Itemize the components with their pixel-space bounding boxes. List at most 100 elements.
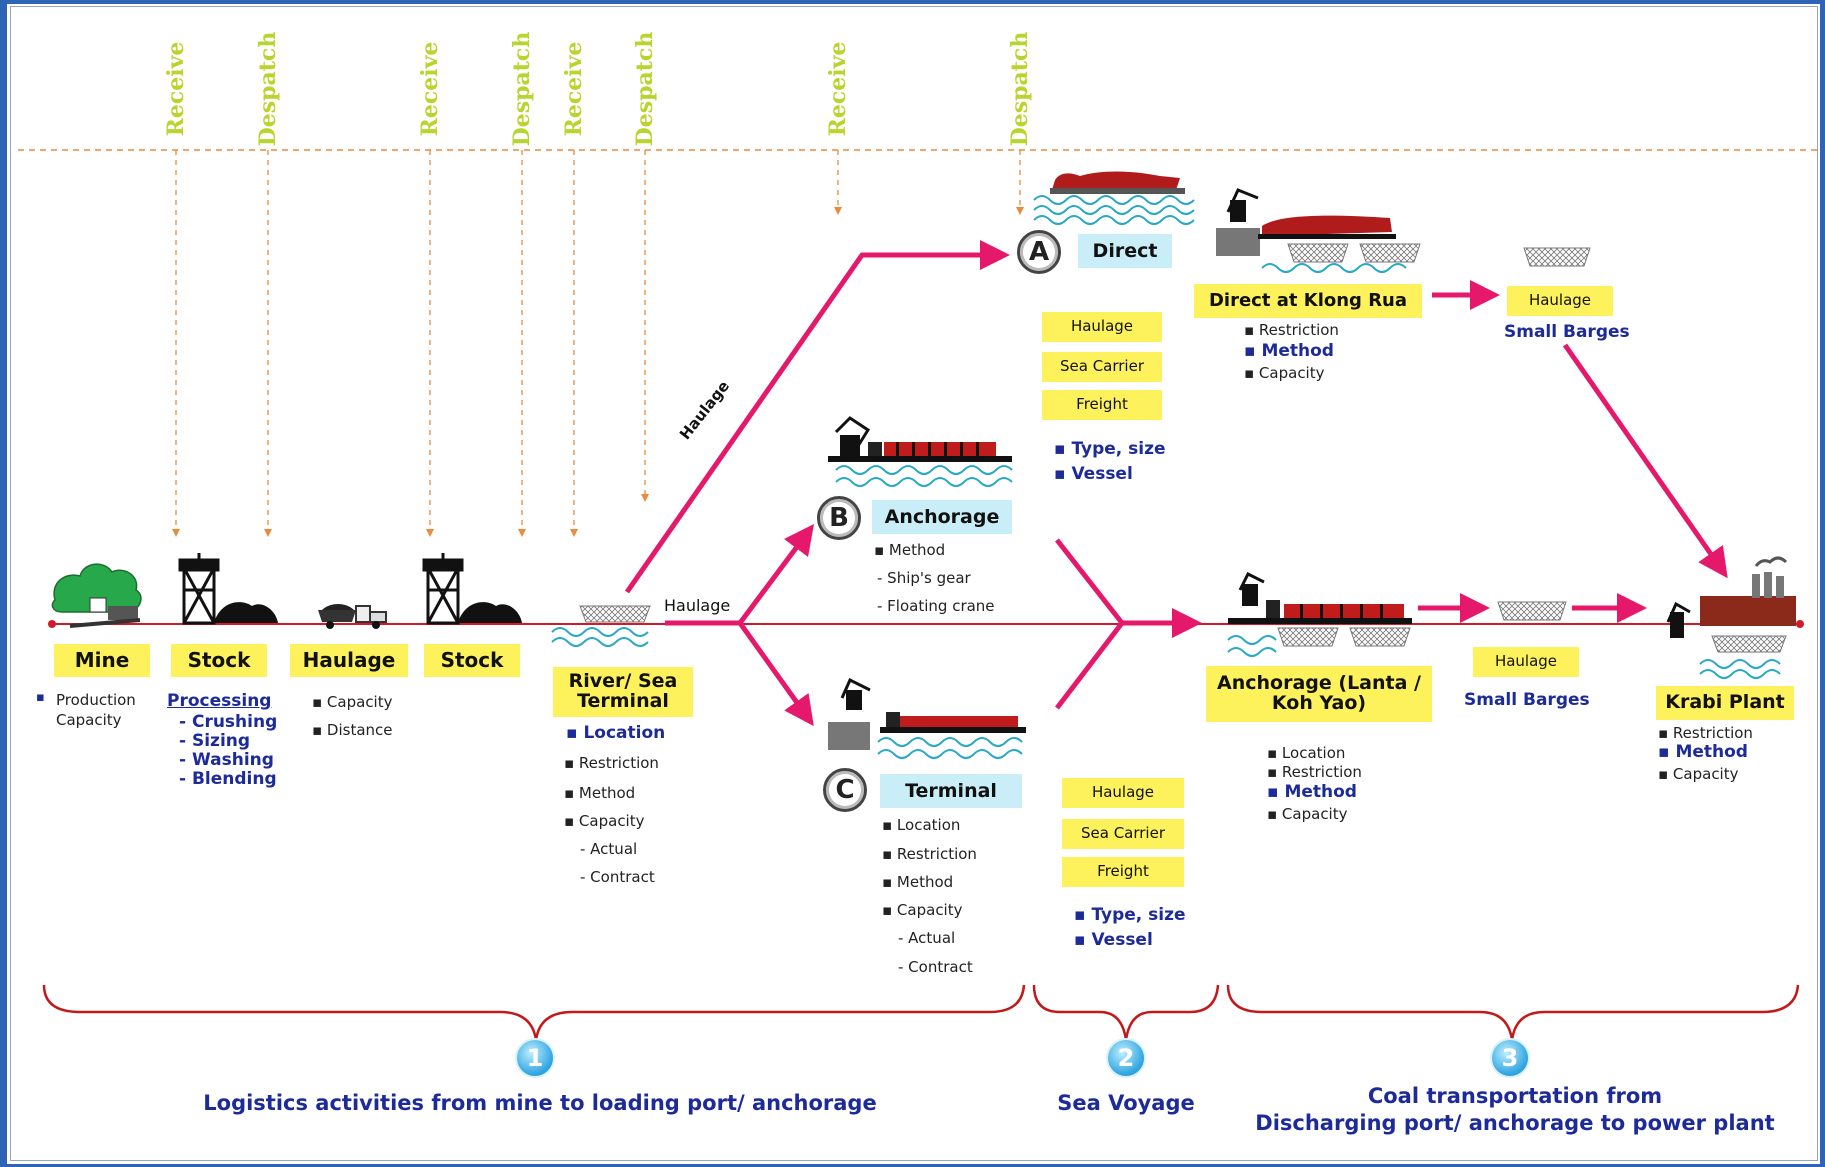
voyage-bottom-haulage: Haulage: [1062, 778, 1184, 808]
small-barges-bottom-haulage: Haulage: [1473, 647, 1579, 677]
klong-rua-note: ▪ Restriction: [1244, 321, 1339, 339]
section-2-label: Sea Voyage: [1057, 1091, 1195, 1115]
haulage-note: ▪ Capacity: [312, 693, 393, 711]
phase-despatch-2: Despatch: [509, 31, 535, 147]
krabi-plant-icon: [1666, 556, 1796, 679]
terminal-c-note: - Actual: [898, 929, 956, 947]
haulage-line-label: Haulage: [664, 596, 731, 615]
stock-headframe-icon-2: [422, 553, 464, 625]
processing-item: - Crushing: [179, 712, 278, 732]
section-3-label-line2: Discharging port/ anchorage to power pla…: [1255, 1111, 1775, 1135]
terminal1-note: - Contract: [580, 868, 655, 886]
phase-despatch-4: Despatch: [1007, 31, 1033, 147]
terminal-c-note: ▪ Method: [882, 873, 954, 891]
krabi-note: ▪ Method: [1658, 742, 1748, 762]
krabi-note: ▪ Restriction: [1658, 724, 1753, 742]
voyage-bottom-freight: Freight: [1062, 857, 1184, 887]
window-frame-top: [0, 0, 1825, 4]
lanta-note: ▪ Location: [1267, 744, 1346, 762]
window-frame-left: [0, 0, 7, 1167]
anchorage-ship-icon: [828, 416, 1013, 487]
node-river-sea-terminal: River/ Sea Terminal: [553, 667, 693, 717]
processing-item: - Washing: [179, 750, 274, 770]
processing-heading: Processing: [167, 691, 272, 711]
terminal-ship-icon: [828, 677, 1026, 759]
processing-item: - Sizing: [179, 731, 251, 751]
terminal-barge-icon: [551, 605, 651, 647]
lanta-note: ▪ Capacity: [1267, 805, 1348, 823]
klong-rua-note: ▪ Method: [1244, 341, 1334, 361]
krabi-note: ▪ Capacity: [1658, 765, 1739, 783]
mine-note-line2: Capacity: [56, 711, 122, 729]
terminal1-note: ▪ Location: [566, 723, 666, 743]
small-barges-top-haulage: Haulage: [1507, 286, 1613, 316]
terminal-c-note: ▪ Restriction: [882, 845, 977, 863]
node-anchorage: Anchorage: [872, 500, 1012, 534]
route-arrows: [624, 240, 1728, 727]
klong-rua-ship-icon: [1216, 188, 1421, 273]
voyage-bottom-sea-carrier: Sea Carrier: [1062, 819, 1184, 849]
anchorage-b-note: - Floating crane: [877, 597, 995, 615]
coal-pile-1: [214, 602, 278, 623]
terminal1-note: ▪ Capacity: [564, 812, 645, 830]
stock-headframe-icon-1: [178, 553, 220, 625]
terminal1-note: ▪ Restriction: [564, 754, 659, 772]
node-terminal: Terminal: [880, 774, 1022, 808]
terminal-c-note: - Contract: [898, 958, 973, 976]
coal-pile-2: [458, 602, 522, 623]
route-a-badge: A: [1017, 230, 1061, 274]
phase-receive-3: Receive: [561, 41, 587, 137]
voyage-top-haulage: Haulage: [1042, 312, 1162, 342]
terminal1-note: - Actual: [580, 840, 638, 858]
small-barge-icon-bottom: [1497, 601, 1567, 621]
phase-receive-4: Receive: [825, 41, 851, 137]
mine-icon: [51, 563, 142, 628]
voyage-bottom-note: ▪ Type, size: [1074, 905, 1186, 925]
mine-note-bullet: ▪: [36, 690, 45, 705]
phase-receive-1: Receive: [163, 41, 189, 137]
node-krabi-plant: Krabi Plant: [1656, 686, 1794, 720]
klong-rua-note: ▪ Capacity: [1244, 364, 1325, 382]
section-3-label-line1: Coal transportation from: [1367, 1084, 1663, 1108]
node-stock-2: Stock: [424, 644, 520, 677]
node-haulage: Haulage: [290, 644, 408, 677]
section-1-label: Logistics activities from mine to loadin…: [203, 1091, 877, 1115]
small-barges-bottom-label: Small Barges: [1464, 690, 1590, 710]
lanta-note: ▪ Method: [1267, 782, 1357, 802]
node-anchorage-lanta: Anchorage (Lanta / Koh Yao): [1206, 666, 1432, 722]
mine-note-line1: Production: [56, 691, 136, 709]
section-1-badge: 1: [515, 1038, 555, 1078]
voyage-bottom-note: ▪ Vessel: [1074, 930, 1153, 950]
haulage-note: ▪ Distance: [312, 721, 393, 739]
phase-despatch-3: Despatch: [632, 31, 658, 147]
processing-item: - Blending: [179, 769, 277, 789]
lanta-note: ▪ Restriction: [1267, 763, 1362, 781]
node-mine: Mine: [54, 644, 150, 677]
voyage-top-note: ▪ Vessel: [1054, 464, 1133, 484]
phase-drop-lines: [172, 150, 1024, 537]
terminal-c-note: ▪ Location: [882, 816, 961, 834]
voyage-top-note: ▪ Type, size: [1054, 439, 1166, 459]
section-braces: [42, 984, 1800, 1041]
node-direct-klong-rua: Direct at Klong Rua: [1194, 284, 1422, 318]
voyage-top-freight: Freight: [1042, 390, 1162, 420]
lanta-anchorage-ship-icon: [1227, 571, 1412, 657]
anchorage-b-note: - Ship's gear: [877, 569, 971, 587]
anchorage-b-note: ▪ Method: [874, 541, 946, 559]
window-frame-right: [1820, 0, 1825, 1167]
node-direct: Direct: [1078, 234, 1172, 268]
small-barge-icon-top: [1523, 247, 1591, 267]
slide-border: [10, 6, 1818, 1161]
section-2-badge: 2: [1106, 1038, 1146, 1078]
voyage-top-sea-carrier: Sea Carrier: [1042, 352, 1162, 382]
route-b-badge: B: [817, 496, 861, 540]
route-c-badge: C: [823, 768, 867, 812]
haulage-truck-icon: [318, 604, 387, 629]
window-frame-bottom: [0, 1164, 1825, 1167]
direct-ship-icon: [1033, 171, 1195, 225]
phase-despatch-1: Despatch: [255, 31, 281, 147]
section-3-badge: 3: [1490, 1038, 1530, 1078]
terminal-c-note: ▪ Capacity: [882, 901, 963, 919]
phase-receive-2: Receive: [417, 41, 443, 137]
